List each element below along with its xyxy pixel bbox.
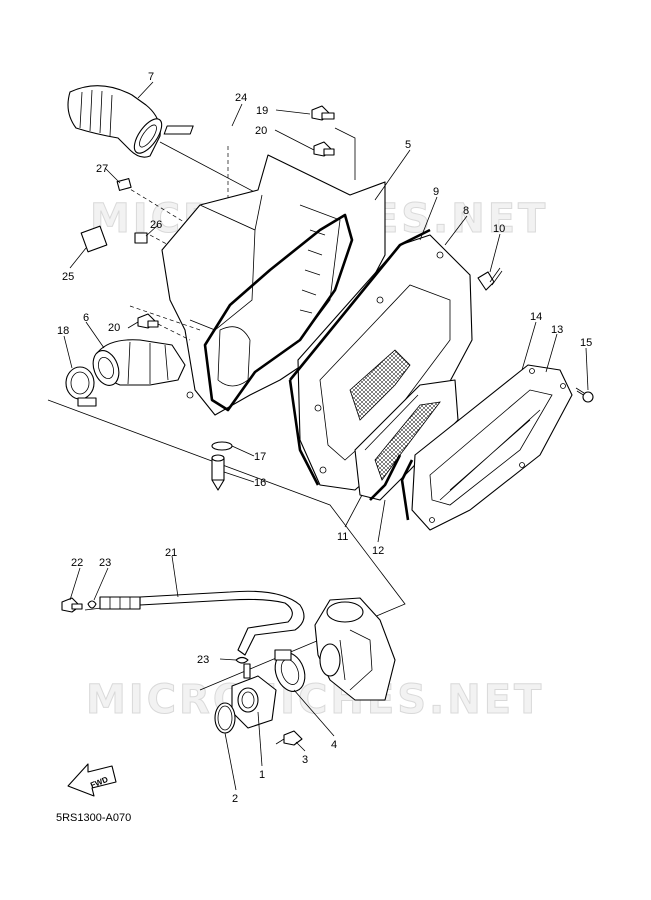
callout-25: 24	[235, 92, 247, 104]
part-13-cover-plate	[411, 364, 573, 531]
assembly-boundary-line	[47, 399, 406, 691]
part-12-seal	[369, 454, 402, 501]
part-20-bolt-middle	[137, 313, 159, 329]
callout-26: 26	[150, 219, 162, 231]
carburetor	[314, 597, 396, 701]
callout-12: 12	[372, 545, 384, 557]
reference-line	[159, 141, 263, 197]
fwd-arrow-icon: FWD	[67, 763, 117, 797]
part-16-drain-plug	[211, 454, 225, 491]
callout-6: 6	[83, 312, 89, 324]
callout-7: 7	[148, 71, 154, 83]
part-14-seal	[400, 459, 414, 521]
part-9-filter-case	[288, 228, 473, 491]
callout-20-middle: 20	[108, 322, 120, 334]
part-26-clip	[134, 232, 148, 244]
callout-19: 19	[256, 105, 268, 117]
part-19-bolt	[311, 105, 335, 121]
part-20-bolt-top	[313, 141, 335, 157]
part-4-carburetor-joint	[274, 649, 306, 692]
callout-18: 18	[57, 325, 69, 337]
part-23-clip-right	[235, 656, 249, 664]
part-5-air-box-housing	[161, 125, 386, 416]
part-21-hose	[99, 590, 305, 656]
callout-3: 3	[302, 754, 308, 766]
part-7-intake-duct	[67, 85, 163, 158]
callout-8: 8	[463, 205, 469, 217]
bolt-guide-line	[334, 127, 356, 180]
part-18-clamp	[65, 366, 97, 407]
part-17-clip	[211, 441, 233, 451]
callout-numbers: 7 24 19 20 5 9 8 10 27 26 25 20 6 18 14 …	[57, 71, 592, 805]
callout-13: 13	[551, 324, 563, 336]
part-27-pad	[116, 178, 132, 191]
callout-22: 22	[71, 557, 83, 569]
callout-23-left: 23	[99, 557, 111, 569]
part-10-screw	[477, 267, 503, 291]
callout-23-right: 23	[197, 654, 209, 666]
callout-21: 21	[165, 547, 177, 559]
part-22-bolt	[61, 597, 83, 613]
callout-2: 2	[232, 793, 238, 805]
part-6-joint	[92, 339, 186, 386]
watermark-bottom: MICROFICHES.NET	[86, 677, 544, 723]
callout-1: 1	[259, 769, 265, 781]
part-2-o-ring-inner	[217, 705, 233, 731]
part-15-screw	[575, 387, 594, 403]
diagram-code: 5RS1300-A070	[56, 812, 131, 824]
part-23-clip-left	[87, 600, 97, 609]
dash-leader-6	[129, 305, 201, 331]
callout-leaders	[63, 81, 589, 791]
callout-17: 17	[254, 451, 266, 463]
callout-5: 5	[405, 139, 411, 151]
callout-9: 9	[433, 186, 439, 198]
callout-20-top: 20	[255, 125, 267, 137]
callout-4: 4	[331, 739, 337, 751]
callout-10: 10	[493, 223, 505, 235]
callout-16: 16	[254, 477, 266, 489]
callout-27: 27	[96, 163, 108, 175]
callout-15: 15	[580, 337, 592, 349]
dash-leader-20	[157, 323, 191, 341]
part-24-pad	[80, 225, 108, 253]
part-1-intake-manifold	[231, 663, 277, 729]
part-3-bolt	[275, 730, 303, 746]
callout-14: 14	[530, 311, 542, 323]
callout-24: 25	[62, 271, 74, 283]
callout-11: 11	[337, 531, 348, 543]
